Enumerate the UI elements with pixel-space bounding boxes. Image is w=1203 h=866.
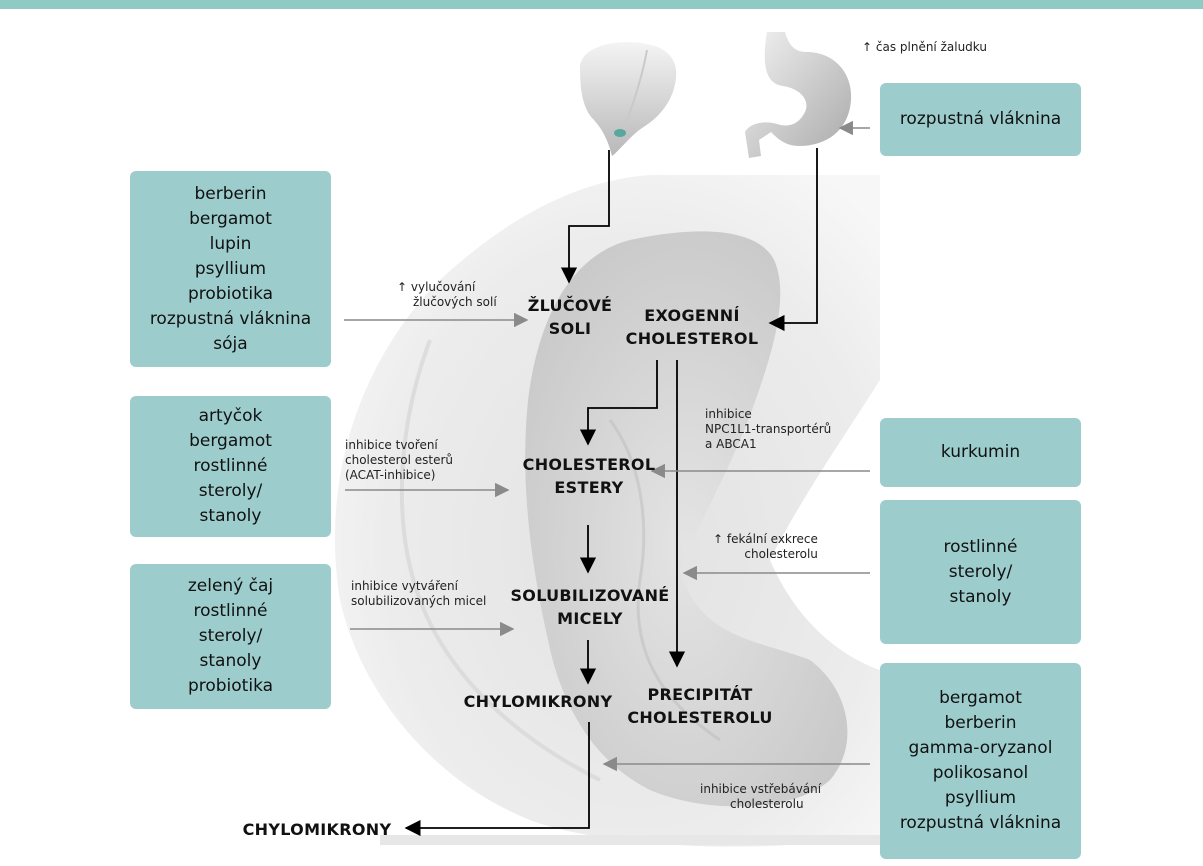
- label-line: inhibice vstřebávání: [700, 782, 822, 796]
- box-item: probiotika: [187, 676, 274, 696]
- label-line: cholesterol esterů: [345, 453, 454, 467]
- box-item: zelený čaj: [187, 576, 274, 596]
- box-right-kurkumin: kurkumin: [880, 418, 1081, 487]
- box-item: steroly/: [198, 481, 263, 501]
- node-line: EXOGENNÍ: [644, 306, 740, 325]
- label-micel: inhibice vytváření solubilizovaných mice…: [351, 579, 486, 609]
- box-right-top: rozpustná vláknina: [880, 83, 1081, 156]
- box-right-bottom: bergamot berberin gamma-oryzanol polikos…: [880, 663, 1081, 859]
- box-item: rozpustná vláknina: [899, 813, 1062, 833]
- intestine-fold-inner: [608, 419, 721, 742]
- node-solubilizovane-micely: SOLUBILIZOVANÉ MICELY: [505, 584, 675, 630]
- label-acat: inhibice tvoření cholesterol esterů (ACA…: [345, 438, 453, 483]
- node-line: SOLUBILIZOVANÉ: [510, 586, 670, 605]
- box-left-top: berberin bergamot lupin psyllium probiot…: [130, 171, 331, 367]
- box-item: rozpustná vláknina: [899, 109, 1062, 129]
- box-item: stanoly: [199, 651, 262, 671]
- label-line: NPC1L1-transportérů: [705, 422, 832, 436]
- box-item: stanoly: [199, 506, 262, 526]
- node-zlucove-soli: ŽLUČOVÉ SOLI: [518, 294, 622, 340]
- label-fekalni: ↑ fekální exkrece cholesterolu: [713, 532, 818, 562]
- intestine-bottom-strip: [380, 835, 880, 845]
- box-item: bergamot: [189, 208, 272, 229]
- box-item: rostlinné: [193, 601, 268, 621]
- box-item: sója: [213, 333, 248, 354]
- box-item: rozpustná vláknina: [149, 308, 312, 329]
- label-line: inhibice tvoření: [345, 438, 438, 452]
- node-chylomikrony-inner: CHYLOMIKRONY: [463, 692, 613, 711]
- box-right-mid: rostlinné steroly/ stanoly: [880, 500, 1081, 644]
- box-item: psyllium: [194, 258, 267, 279]
- box-item: steroly/: [948, 561, 1013, 582]
- box-item: rostlinné: [943, 536, 1018, 557]
- label-line: žlučových solí: [413, 295, 497, 309]
- node-line: ESTERY: [554, 478, 624, 497]
- node-line: MICELY: [557, 609, 623, 628]
- stomach-icon: [745, 32, 852, 158]
- node-precipitat-cholesterolu: PRECIPITÁT CHOLESTEROLU: [625, 683, 775, 729]
- label-line: ↑ fekální exkrece: [713, 532, 818, 546]
- arrow-exogenni-to-estery: [579, 360, 658, 446]
- box-item: berberin: [194, 183, 267, 204]
- box-item: artyčok: [198, 406, 263, 426]
- label-line: inhibice vytváření: [351, 579, 458, 593]
- label-line: ↑ vylučování: [397, 280, 476, 294]
- label-line: inhibice: [705, 407, 752, 421]
- node-exogenni-cholesterol: EXOGENNÍ CHOLESTEROL: [622, 304, 762, 350]
- box-item: rostlinné: [193, 456, 268, 476]
- liver-icon: [580, 42, 677, 156]
- box-item: lupin: [209, 233, 252, 254]
- box-item: probiotika: [187, 283, 274, 304]
- node-line: CHOLESTEROLU: [627, 708, 773, 727]
- arrow-stomach-to-exogenni: [768, 148, 818, 332]
- node-line: PRECIPITÁT: [647, 685, 753, 704]
- arrow-chylomikrony-out: [404, 722, 590, 837]
- label-vylucovani: ↑ vylučování žlučových solí: [397, 280, 497, 310]
- node-line: ŽLUČOVÉ: [527, 296, 613, 315]
- box-item: gamma-oryzanol: [908, 738, 1053, 758]
- label-line: a ABCA1: [705, 437, 757, 451]
- label-line: cholesterolu: [730, 797, 804, 811]
- intestine-lumen: [525, 231, 848, 807]
- top-accent-bar: [0, 0, 1203, 9]
- label-zaludek: ↑ čas plnění žaludku: [862, 40, 987, 54]
- label-vstrebavani: inhibice vstřebávání cholesterolu: [700, 782, 821, 812]
- label-npc: inhibice NPC1L1-transportérů a ABCA1: [705, 407, 831, 452]
- node-cholesterol-estery: CHOLESTEROL ESTERY: [514, 453, 664, 499]
- label-line: (ACAT-inhibice): [345, 468, 436, 482]
- label-line: solubilizovaných micel: [351, 594, 487, 608]
- node-chylomikrony-outer: CHYLOMIKRONY: [242, 820, 392, 839]
- box-left-mid: artyčok bergamot rostlinné steroly/ stan…: [130, 396, 331, 537]
- box-item: steroly/: [198, 626, 263, 646]
- box-item: bergamot: [939, 688, 1022, 708]
- box-item: berberin: [944, 713, 1017, 733]
- node-line: CHOLESTEROL: [625, 329, 759, 348]
- box-left-bottom: zelený čaj rostlinné steroly/ stanoly pr…: [130, 564, 331, 709]
- box-item: bergamot: [189, 431, 272, 451]
- node-line: SOLI: [548, 319, 592, 338]
- box-item: polikosanol: [932, 763, 1029, 783]
- box-item: psyllium: [944, 788, 1017, 808]
- box-item: stanoly: [949, 586, 1012, 607]
- box-item: kurkumin: [940, 442, 1021, 462]
- arrow-liver-to-bile: [560, 150, 610, 284]
- intestine-fold-outer: [399, 339, 601, 782]
- node-line: CHOLESTEROL: [522, 455, 656, 474]
- label-line: cholesterolu: [744, 547, 818, 561]
